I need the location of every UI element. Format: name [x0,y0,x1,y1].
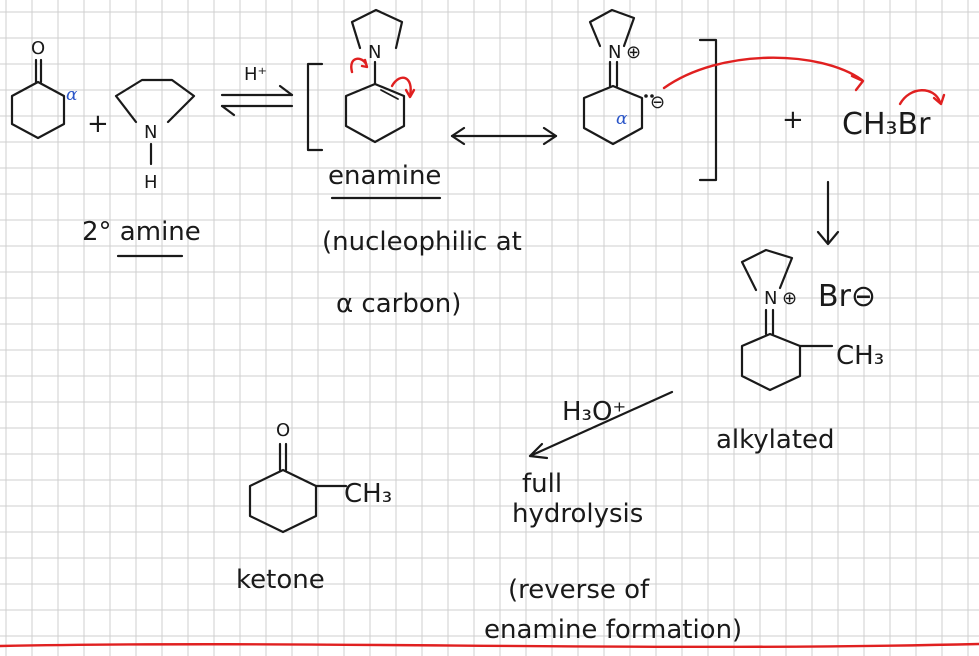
alkylated-nitrogen-label: N [764,288,777,309]
equilibrium-arrow [220,84,294,117]
full-hydrolysis-line2: hydrolysis [512,499,643,529]
alkylated-iminium-structure: N ⊕ [740,248,834,392]
alkylated-methyl-label: CH₃ [836,341,884,371]
amine-hydrogen-label: H [144,172,158,193]
alpha-mark: α [66,85,78,105]
hydronium-label: H₃O⁺ [562,397,626,427]
down-arrow-head [816,230,840,246]
methylcyclohexanone-structure: O [248,420,348,534]
amine-nitrogen-label: N [144,122,157,143]
ketone-label: ketone [236,565,325,595]
reverse-note-line1: (reverse of [508,575,650,605]
bromide-counterion-label: Br⊖ [818,279,876,314]
resonance-arrow [450,126,558,146]
reverse-note-line2: enamine formation) [484,615,742,645]
full-hydrolysis-line1: full [522,469,562,499]
pyrrolidine-structure: N H [114,78,196,193]
nucleophilic-note-line1: (nucleophilic at [322,227,522,257]
secondary-amine-label: 2° amine [82,217,201,247]
plus-sign-2: + [782,105,804,135]
iminium-structure: N ⊕ α ⊖ [582,8,665,146]
nucleophilic-note-line2: α carbon) [336,289,461,319]
alkylation-curved-arrow [662,56,864,90]
iminium-plus-charge: ⊕ [626,42,641,63]
acid-catalyst-label: H⁺ [244,64,267,85]
enamine-label: enamine [328,161,441,191]
bromide-leaving-arrow [898,89,942,106]
alpha-mark-2: α [616,109,628,129]
left-bracket [306,62,324,152]
iminium-nitrogen-label: N [608,42,621,63]
enamine-structure: N [344,8,416,144]
ketone-oxygen-label: O [276,420,290,441]
enamine-nitrogen-label: N [368,42,381,63]
methyl-bromide-label: CH₃Br [842,107,931,142]
alkylated-label: alkylated [716,425,835,455]
ketone-methyl-label: CH₃ [344,479,392,509]
plus-sign-1: + [87,109,109,139]
bottom-red-rule [0,642,979,649]
oxygen-label: O [31,38,45,59]
right-bracket [698,38,718,182]
cyclohexanone-structure: O α [10,38,78,140]
hydrolysis-arrow-head [528,442,549,460]
hydrolysis-arrow-shaft [528,390,674,458]
carbanion-minus-charge: ⊖ [650,92,665,113]
alkylated-plus-charge: ⊕ [782,288,797,309]
